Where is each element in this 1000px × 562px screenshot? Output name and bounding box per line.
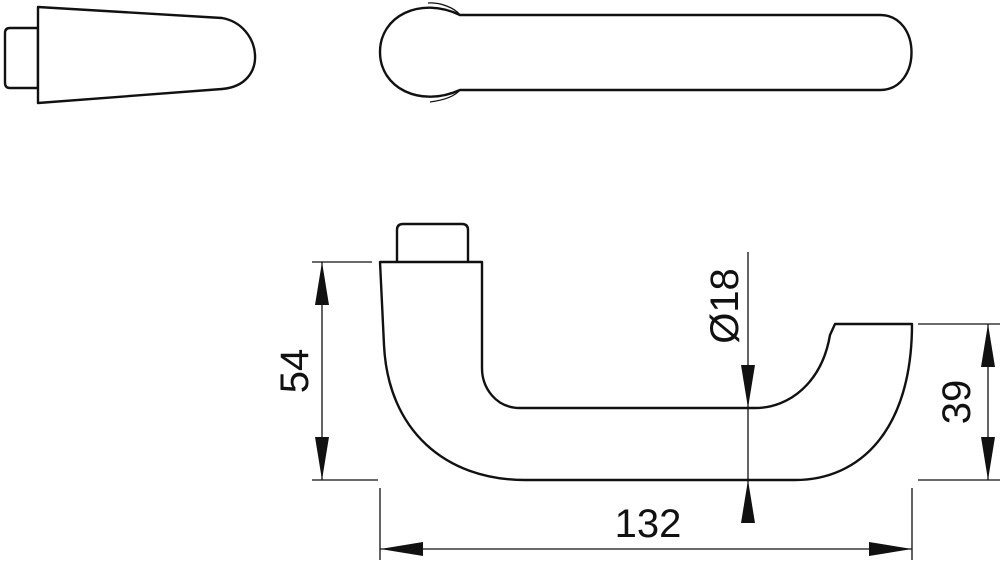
top-view-lever-body (378, 6, 913, 98)
side-view-spindle-cap (395, 222, 470, 264)
arrowhead-up-diameter (741, 480, 755, 523)
end-view (3, 5, 257, 105)
arrowhead-down-right (981, 437, 995, 480)
end-view-grip-body (36, 5, 257, 105)
arrowhead-down-left (315, 437, 329, 480)
dimension-label-132: 132 (615, 502, 682, 546)
arrowhead-right-length (869, 542, 912, 556)
arrowhead-up-left (315, 262, 329, 305)
arrowhead-left-length (380, 542, 423, 556)
dimension-length: 132 (379, 488, 913, 560)
top-view (378, 2, 913, 103)
dimension-height-right: 39 (918, 323, 1000, 481)
top-view-upper-fold (427, 2, 461, 16)
arrowhead-down-diameter (741, 365, 755, 408)
dimension-height-left: 54 (273, 261, 378, 481)
dimension-label-diameter: Ø18 (703, 268, 747, 344)
dimension-diameter: Ø18 (703, 252, 755, 523)
dimension-label-39: 39 (935, 380, 979, 425)
end-view-rose-base (3, 26, 40, 90)
top-view-lower-fold (429, 89, 461, 103)
dimension-label-54: 54 (273, 349, 317, 394)
side-view-lever-body (378, 260, 914, 482)
arrowhead-up-right (981, 324, 995, 367)
side-view (378, 222, 914, 482)
